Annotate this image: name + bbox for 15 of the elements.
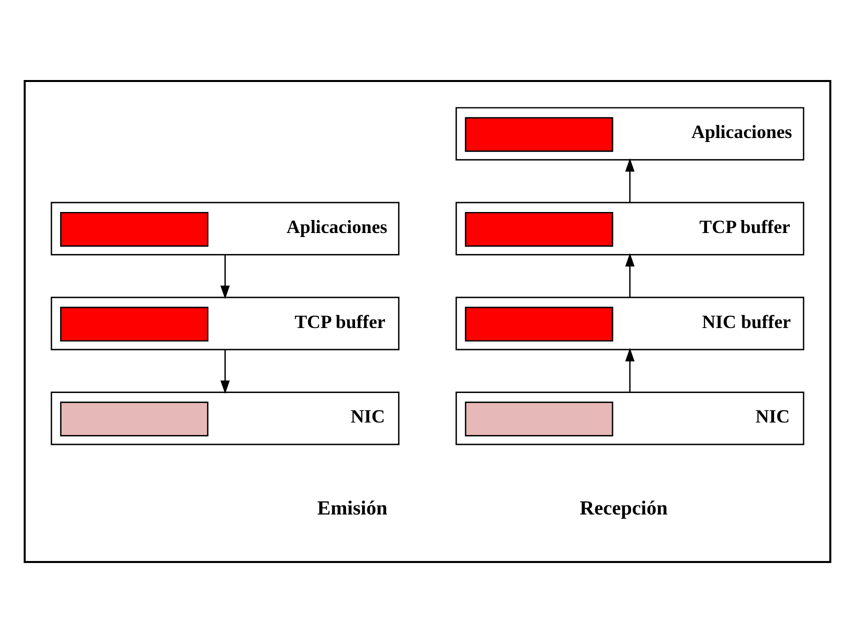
node-box: NIC buffer: [456, 296, 804, 350]
node-box: NIC: [456, 392, 804, 446]
cluster: [24, 80, 832, 563]
arrow: [625, 253, 635, 297]
label: Emisión: [317, 498, 388, 520]
node-box: TCP buffer: [456, 202, 804, 256]
node-box: Aplicaciones: [50, 202, 400, 256]
arrow: [220, 350, 230, 394]
node-box: TCP buffer: [50, 296, 400, 350]
arrow: [220, 255, 230, 299]
node-box: Aplicaciones: [456, 107, 804, 161]
node-box: NIC: [50, 392, 400, 446]
label: Recepción: [580, 498, 668, 520]
arrow: [625, 348, 635, 392]
arrow: [625, 158, 635, 202]
